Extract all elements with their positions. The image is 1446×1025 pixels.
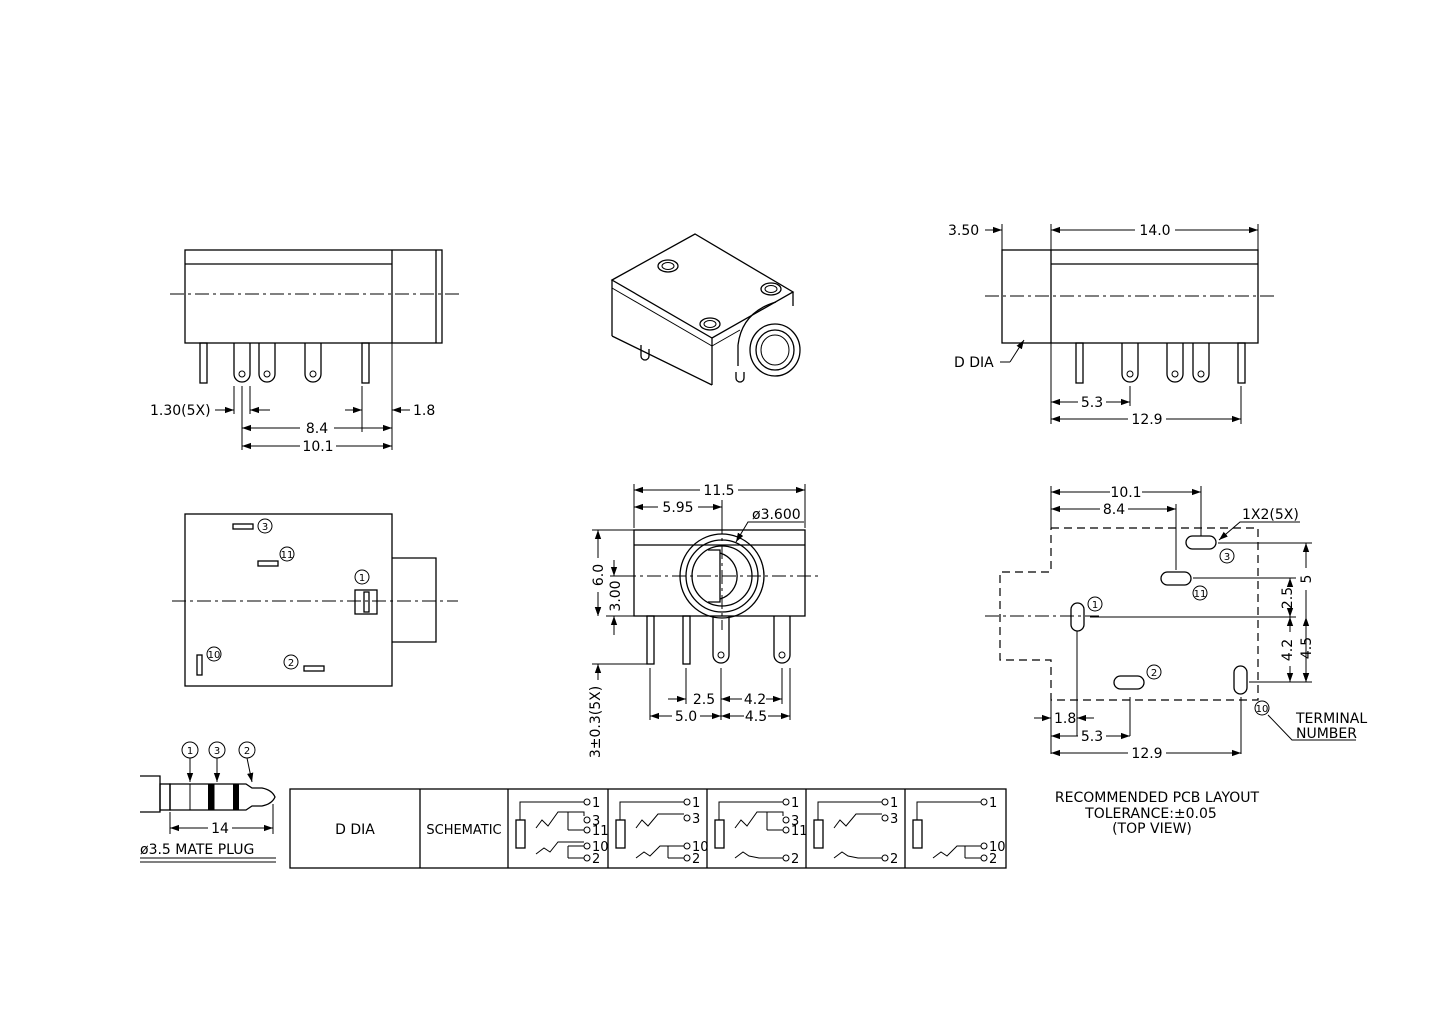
dim-12-9: 12.9 (1131, 412, 1162, 428)
dim-6-0: 6.0 (591, 564, 607, 586)
sch5-e: 2 (989, 852, 997, 867)
dim-10-1: 10.1 (302, 439, 333, 455)
sch4-b: 3 (890, 812, 898, 827)
dim-pin-length: 3±0.3(5X) (588, 686, 604, 758)
sch1-d: 10 (592, 840, 609, 855)
dim-11-5: 11.5 (703, 483, 734, 499)
dim-1-8: 1.8 (413, 403, 435, 419)
terminal-label-1: TERMINAL (1295, 711, 1367, 727)
dim-diameter: ø3.600 (752, 507, 801, 523)
pcb-dim-8-4: 8.4 (1103, 502, 1125, 518)
sch1-b: 3 (592, 814, 600, 829)
pcb-dim-2-5: 2.5 (1280, 587, 1296, 609)
sch1-c: 11 (592, 824, 609, 839)
dim-5-95: 5.95 (662, 500, 693, 516)
pin-num-11: 11 (281, 550, 294, 561)
dim-pin-width: 1.30(5X) (150, 403, 211, 419)
sch1-e: 2 (592, 852, 600, 867)
plug-length: 14 (211, 821, 229, 837)
pcb-pin-3: 3 (1224, 552, 1230, 563)
sch5-a: 1 (989, 796, 997, 811)
dim-3-50: 3.50 (948, 223, 979, 239)
pin-num-3: 3 (262, 522, 268, 533)
pcb-pin-1: 1 (1092, 600, 1098, 611)
sch3-c: 11 (791, 824, 808, 839)
schematic-cell-5: 1 10 2 (912, 796, 1006, 867)
schematic-table: D DIA SCHEMATIC 1 3 11 10 2 (289, 788, 1007, 869)
sch1-a: 1 (592, 796, 600, 811)
sch2-a: 1 (692, 796, 700, 811)
pcb-dim-5: 5 (1299, 575, 1315, 584)
pcb-dim-1-8: 1.8 (1054, 711, 1076, 727)
pcb-pin-11: 11 (1194, 589, 1207, 600)
pin-num-2: 2 (288, 658, 294, 669)
dim-14-0: 14.0 (1139, 223, 1170, 239)
pcb-dim-4-2: 4.2 (1280, 639, 1296, 661)
front-left-view: 1.30(5X) 8.4 1.8 10.1 (150, 249, 462, 455)
dim-5-3: 5.3 (1081, 395, 1103, 411)
sch3-b: 3 (791, 814, 799, 829)
pcb-dim-10-1: 10.1 (1110, 485, 1141, 501)
pcb-dim-12-9: 12.9 (1131, 746, 1162, 762)
pcb-caption-2: TOLERANCE:±0.05 (1084, 806, 1217, 822)
plug-caption: ø3.5 MATE PLUG (140, 842, 254, 858)
plug-label-3: 3 (214, 746, 220, 757)
label-d-dia: D DIA (954, 355, 994, 371)
terminal-label-2: NUMBER (1296, 726, 1357, 742)
plug-label-1: 1 (187, 746, 193, 757)
mate-plug-view: 1 3 2 14 ø3.5 MATE PLUG (140, 741, 276, 863)
pcb-layout-view: 3 11 1 2 10.1 8.4 1X2(5X) 5 2.5 (985, 485, 1367, 837)
side-right-view: 3.50 14.0 D DIA 5.3 12.9 (948, 223, 1275, 428)
dim-4-5: 4.5 (745, 709, 767, 725)
sch5-d: 10 (989, 840, 1006, 855)
plug-label-2: 2 (244, 746, 250, 757)
schematic-cell-4: 1 3 2 (813, 796, 898, 867)
sch4-a: 1 (890, 796, 898, 811)
pcb-dim-5-3: 5.3 (1081, 729, 1103, 745)
sch2-d: 10 (692, 840, 709, 855)
isometric-view (610, 233, 801, 386)
pcb-pin-2: 2 (1151, 668, 1157, 679)
sch4-e: 2 (890, 852, 898, 867)
pcb-slot-size: 1X2(5X) (1242, 507, 1299, 523)
pin-num-1: 1 (359, 573, 365, 584)
dim-4-2: 4.2 (744, 692, 766, 708)
sch3-e: 2 (791, 852, 799, 867)
bottom-left-view: 3 11 1 10 2 (172, 513, 458, 687)
pin-num-10: 10 (208, 650, 221, 661)
schematic-cell-3: 1 3 11 2 (714, 796, 808, 867)
table-header-schematic: SCHEMATIC (426, 823, 501, 838)
pcb-caption-3: (TOP VIEW) (1112, 821, 1192, 837)
schematic-cell-2: 1 3 10 2 (615, 796, 709, 867)
dim-3-00: 3.00 (608, 580, 624, 611)
dim-8-4: 8.4 (306, 421, 328, 437)
terminal-example: 10 (1256, 704, 1269, 715)
dim-2-5: 2.5 (693, 692, 715, 708)
sch3-a: 1 (791, 796, 799, 811)
sch2-e: 2 (692, 852, 700, 867)
pcb-caption-1: RECOMMENDED PCB LAYOUT (1055, 790, 1260, 806)
schematic-cell-1: 1 3 11 10 2 (515, 796, 609, 867)
dim-5-0: 5.0 (675, 709, 697, 725)
pcb-dim-4-5: 4.5 (1299, 637, 1315, 659)
table-header-d-dia: D DIA (335, 822, 375, 838)
front-center-view: 11.5 5.95 ø3.600 6.0 3.00 3±0.3(5X) 2.5 … (588, 483, 820, 758)
sch2-b: 3 (692, 812, 700, 827)
